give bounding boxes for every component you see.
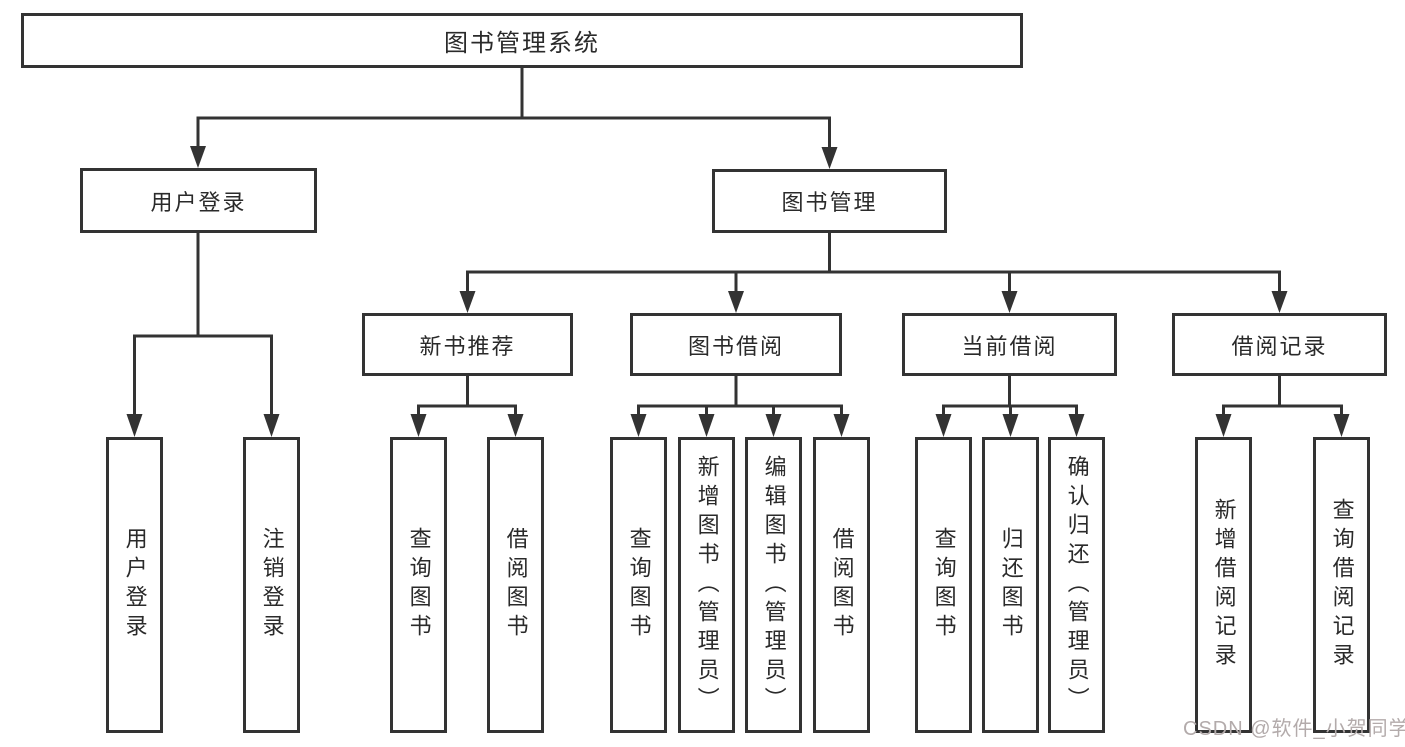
- leaf-query-book-2: 查询图书: [610, 437, 667, 733]
- node-label: 图书管理: [781, 190, 878, 215]
- node-new-book-recommendation: 新书推荐: [362, 313, 573, 376]
- leaf-confirm-return-admin: 确认归还（管理员）: [1048, 437, 1105, 733]
- node-book-management: 图书管理: [712, 169, 947, 233]
- node-label: 查询图书: [626, 527, 652, 643]
- arrowhead-icon: [1002, 414, 1019, 437]
- arrowhead-icon: [765, 414, 782, 437]
- arrowhead-icon: [410, 414, 427, 437]
- arrowhead-icon: [821, 147, 838, 169]
- connector-bookmgmt-to-level3: [466, 233, 1281, 295]
- node-label: 编辑图书（管理员）: [761, 454, 787, 716]
- arrowhead-icon: [833, 414, 850, 437]
- node-label: 图书借阅: [687, 333, 784, 359]
- arrowhead-icon: [1068, 414, 1085, 437]
- csdn-watermark: CSDN @软件_小贺同学: [1183, 718, 1405, 740]
- connector-newbook-to-leaves: [417, 376, 517, 420]
- arrowhead-icon: [935, 414, 952, 437]
- arrowhead-icon: [1215, 414, 1232, 437]
- leaf-edit-book-admin: 编辑图书（管理员）: [745, 437, 802, 733]
- arrowhead-icon: [1271, 291, 1288, 313]
- node-label: 查询借阅记录: [1329, 498, 1355, 672]
- node-label: 图书管理系统: [444, 30, 600, 57]
- connector-records-to-leaves: [1222, 376, 1343, 420]
- arrowhead-icon: [698, 414, 715, 437]
- connector-current-to-leaves: [942, 376, 1078, 420]
- arrowhead-icon: [1001, 291, 1018, 313]
- leaf-query-book-1: 查询图书: [390, 437, 447, 733]
- node-label: 用户登录: [122, 527, 148, 643]
- leaf-add-borrow-record: 新增借阅记录: [1195, 437, 1252, 733]
- node-label: 查询图书: [406, 527, 432, 643]
- node-label: 用户登录: [150, 189, 247, 215]
- leaf-query-book-3: 查询图书: [915, 437, 972, 733]
- arrowhead-icon: [459, 291, 476, 313]
- leaf-logout: 注销登录: [243, 437, 300, 733]
- node-label: 借阅图书: [829, 527, 855, 643]
- leaf-add-book-admin: 新增图书（管理员）: [678, 437, 735, 733]
- node-library-management-system: 图书管理系统: [21, 13, 1023, 68]
- node-user-login: 用户登录: [80, 168, 317, 233]
- arrowhead-icon: [190, 146, 206, 168]
- leaf-query-borrow-record: 查询借阅记录: [1313, 437, 1370, 733]
- leaf-borrow-book-2: 借阅图书: [813, 437, 870, 733]
- node-label: 借阅记录: [1231, 333, 1328, 359]
- node-book-borrowing: 图书借阅: [630, 313, 842, 376]
- connector-userlogin-to-leaves: [133, 233, 273, 420]
- node-label: 归还图书: [998, 527, 1024, 643]
- arrowhead-icon: [1333, 414, 1350, 437]
- arrowhead-icon: [126, 414, 143, 437]
- node-borrowing-records: 借阅记录: [1172, 313, 1387, 376]
- node-label: 确认归还（管理员）: [1064, 454, 1090, 716]
- arrowhead-icon: [263, 414, 280, 437]
- node-label: 新增图书（管理员）: [694, 454, 720, 716]
- node-label: 新书推荐: [419, 333, 516, 359]
- connector-borrow-to-leaves: [637, 376, 843, 420]
- arrowhead-icon: [630, 414, 647, 437]
- node-label: 借阅图书: [503, 527, 529, 643]
- leaf-return-book: 归还图书: [982, 437, 1039, 733]
- node-label: 新增借阅记录: [1211, 498, 1237, 672]
- arrowhead-icon: [507, 414, 524, 437]
- node-label: 查询图书: [931, 527, 957, 643]
- arrowhead-icon: [728, 291, 744, 313]
- connector-root-to-level2: [196, 66, 831, 151]
- leaf-user-login: 用户登录: [106, 437, 163, 733]
- node-current-borrowing: 当前借阅: [902, 313, 1117, 376]
- node-label: 当前借阅: [961, 333, 1058, 359]
- node-label: 注销登录: [259, 527, 285, 643]
- leaf-borrow-book-1: 借阅图书: [487, 437, 544, 733]
